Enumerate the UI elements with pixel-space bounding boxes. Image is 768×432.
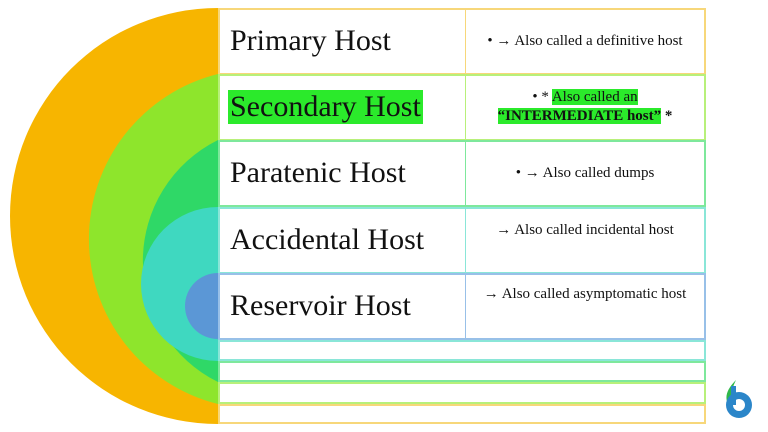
- description-suffix: *: [661, 108, 673, 124]
- divider-accidental: [465, 207, 466, 273]
- host-label-reservoir: Reservoir Host: [218, 273, 464, 339]
- brand-logo-icon: [726, 380, 752, 418]
- host-description-reservoir: → Also called asymptomatic host: [466, 273, 704, 339]
- bullet-arrow: • →: [487, 32, 515, 49]
- divider-secondary: [465, 74, 466, 140]
- divider-paratenic: [465, 140, 466, 206]
- host-description-accidental: → Also called incidental host: [466, 207, 704, 273]
- band-primary-extra: [218, 404, 706, 424]
- host-label-accidental: Accidental Host: [218, 207, 464, 273]
- description-bold-text: “INTERMEDIATE host”: [497, 108, 662, 124]
- host-name: Reservoir Host: [230, 289, 411, 322]
- band-paratenic-extra: [218, 361, 706, 382]
- description-text: Also called incidental host: [514, 222, 674, 238]
- description-text: Also called a definitive host: [514, 32, 683, 49]
- description-text: Also called asymptomatic host: [501, 286, 687, 302]
- arrow: →: [483, 286, 502, 302]
- bullet-arrow: • →: [515, 164, 543, 181]
- host-name: Paratenic Host: [230, 156, 406, 189]
- host-name-highlighted: Secondary Host: [228, 90, 423, 124]
- arrow: →: [496, 222, 515, 238]
- row-paratenic-border: [218, 140, 706, 207]
- divider-primary: [465, 8, 466, 74]
- divider-reservoir: [465, 273, 466, 339]
- description-text: Also called dumps: [542, 164, 655, 181]
- host-description-primary: • → Also called a definitive host: [466, 8, 704, 74]
- host-description-paratenic: • → Also called dumps: [466, 140, 704, 206]
- description-text: Also called an: [551, 89, 638, 105]
- host-description-secondary: • * Also called an “INTERMEDIATE host” *: [466, 74, 704, 140]
- row-reservoir-border: [218, 273, 706, 340]
- host-label-secondary: Secondary Host: [218, 74, 464, 140]
- host-label-primary: Primary Host: [218, 8, 464, 74]
- arc-reservoir-host: [185, 273, 218, 339]
- host-label-paratenic: Paratenic Host: [218, 140, 464, 206]
- bullet-asterisk: • *: [532, 89, 552, 105]
- host-name: Primary Host: [230, 24, 391, 57]
- host-name: Accidental Host: [230, 223, 425, 256]
- band-reservoir-extra: [218, 340, 706, 361]
- band-secondary-extra: [218, 382, 706, 404]
